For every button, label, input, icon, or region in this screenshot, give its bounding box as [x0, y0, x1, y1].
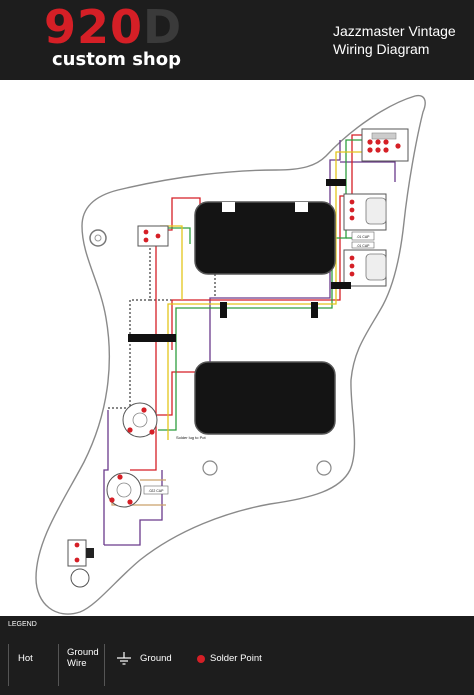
- hot-wires: [130, 134, 372, 471]
- title-line-2: Wiring Diagram: [333, 41, 430, 57]
- title-line-1: Jazzmaster Vintage: [333, 23, 456, 39]
- capacitor-upper-1: [351, 231, 375, 241]
- legend-heading: LEGEND: [8, 621, 37, 628]
- solder-lug-annotation: Solder lug to Pot: [176, 435, 206, 440]
- pickup-selector-switch: [361, 128, 409, 162]
- legend-ground-wire-line1: Ground: [67, 647, 99, 658]
- pickguard-outline: [35, 94, 426, 615]
- wire-harness-clamps: [128, 179, 351, 342]
- rhythm-lead-switch: [137, 225, 169, 247]
- tone-pot: [106, 472, 142, 508]
- logo-letter: D: [143, 0, 183, 54]
- legend-ground-wire: Ground Wire: [67, 647, 99, 669]
- capacitor-upper-2: [351, 241, 375, 249]
- bridge-pickup: [194, 361, 336, 435]
- cap-upper-1-label: .01 CAP: [356, 235, 370, 239]
- capacitor-lower: [143, 485, 169, 495]
- page-title: Jazzmaster Vintage Wiring Diagram: [333, 22, 456, 58]
- rhythm-volume-pot: [343, 193, 387, 231]
- legend-panel: LEGEND Hot Ground Wire Ground Solder Poi…: [0, 616, 474, 695]
- output-jack: [67, 539, 94, 588]
- cap-lower-label: .022 CAP: [149, 489, 165, 493]
- header-bar: 920D custom shop Jazzmaster Vintage Wiri…: [0, 0, 474, 80]
- wiring-diagram: .01 CAP .01 CAP Solder lug to Pot: [35, 94, 426, 615]
- logo-number: 920: [44, 0, 144, 54]
- legend-ground-wire-line2: Wire: [67, 658, 87, 669]
- solder-point-icon: [197, 655, 205, 663]
- legend-ground: Ground: [140, 653, 172, 664]
- legend-hot: Hot: [18, 653, 33, 664]
- ground-icon: [116, 652, 132, 666]
- mount-hole-icon: [316, 460, 332, 476]
- volume-pot: [122, 402, 158, 438]
- rhythm-tone-pot: [343, 249, 387, 287]
- brand-logo: 920D: [44, 2, 182, 52]
- cap-upper-2-label: .01 CAP: [356, 244, 370, 248]
- neck-pickup: [194, 201, 336, 275]
- mount-hole-icon: [202, 460, 218, 476]
- legend-solder-point: Solder Point: [210, 653, 262, 664]
- logo-subtitle: custom shop: [52, 49, 181, 70]
